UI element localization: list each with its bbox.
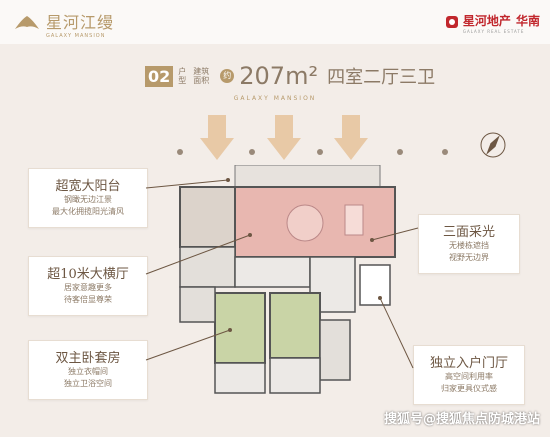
callout-line: 无楼栋遮挡 <box>449 241 489 250</box>
brand-name: 星河江缦 <box>46 13 115 32</box>
floor-plan <box>179 165 396 394</box>
area-label: 建筑面积 <box>193 67 210 85</box>
developer-name: 星河地产 <box>462 14 511 28</box>
callout-balcony: 超宽大阳台 钢瞰无边江景 最大化拥揽阳光清风 <box>28 168 148 228</box>
callout-title: 超宽大阳台 <box>55 179 121 194</box>
callout-master: 双主卧套房 独立衣帽间 独立卫浴空间 <box>28 340 148 400</box>
region-name: 华南 <box>515 14 540 28</box>
brand-wing-icon <box>15 16 39 29</box>
watermark: 搜狐号@搜狐焦点防城港站 <box>383 412 540 427</box>
developer-logo: 星河地产 华南 GALAXY REAL ESTATE <box>445 10 540 34</box>
room-layout: 四室二厅三卫 <box>327 67 436 88</box>
callout-title: 独立入户门厅 <box>429 356 508 371</box>
callout-line: 高空间利用率 <box>445 372 493 381</box>
callout-title: 三面采光 <box>442 225 495 240</box>
callout-title: 双主卧套房 <box>55 351 121 366</box>
brand-logo: 星河江缦 GALAXY MANSION <box>14 9 114 39</box>
callout-line: 独立卫浴空间 <box>64 379 112 388</box>
callout-line: 钢瞰无边江景 <box>64 195 112 204</box>
callout-line: 视野无边界 <box>449 253 489 262</box>
compass-icon <box>480 132 506 158</box>
header-bar: 星河江缦 GALAXY MANSION 星河地产 华南 GALAXY REAL … <box>0 0 550 44</box>
callout-foyer: 独立入户门厅 高空间利用率 归家更具仪式感 <box>413 345 525 405</box>
callout-line: 待客倍显尊荣 <box>64 295 112 304</box>
unit-label: 户型 <box>178 67 187 85</box>
brand-name-en: GALAXY MANSION <box>46 33 106 39</box>
callout-living: 超10米大横厅 居家意趣更多 待客倍显尊荣 <box>28 256 148 316</box>
callout-line: 归家更具仪式感 <box>441 384 497 393</box>
callout-lighting: 三面采光 无楼栋遮挡 视野无边界 <box>418 214 520 274</box>
callout-line: 居家意趣更多 <box>64 283 112 292</box>
unit-title: 02 户型 建筑面积 约 207m² 四室二厅三卫 <box>145 62 435 90</box>
approx-badge: 约 <box>220 69 235 83</box>
unit-number: 02 <box>145 65 174 87</box>
callout-line: 最大化拥揽阳光清风 <box>52 207 124 216</box>
developer-name-en: GALAXY REAL ESTATE <box>462 29 525 34</box>
callout-title: 超10米大横厅 <box>47 267 129 282</box>
callout-line: 独立衣帽间 <box>68 367 108 376</box>
area-value: 207m² <box>239 62 319 90</box>
developer-logo-icon <box>445 16 458 28</box>
subtitle: GALAXY MANSION <box>233 95 317 102</box>
